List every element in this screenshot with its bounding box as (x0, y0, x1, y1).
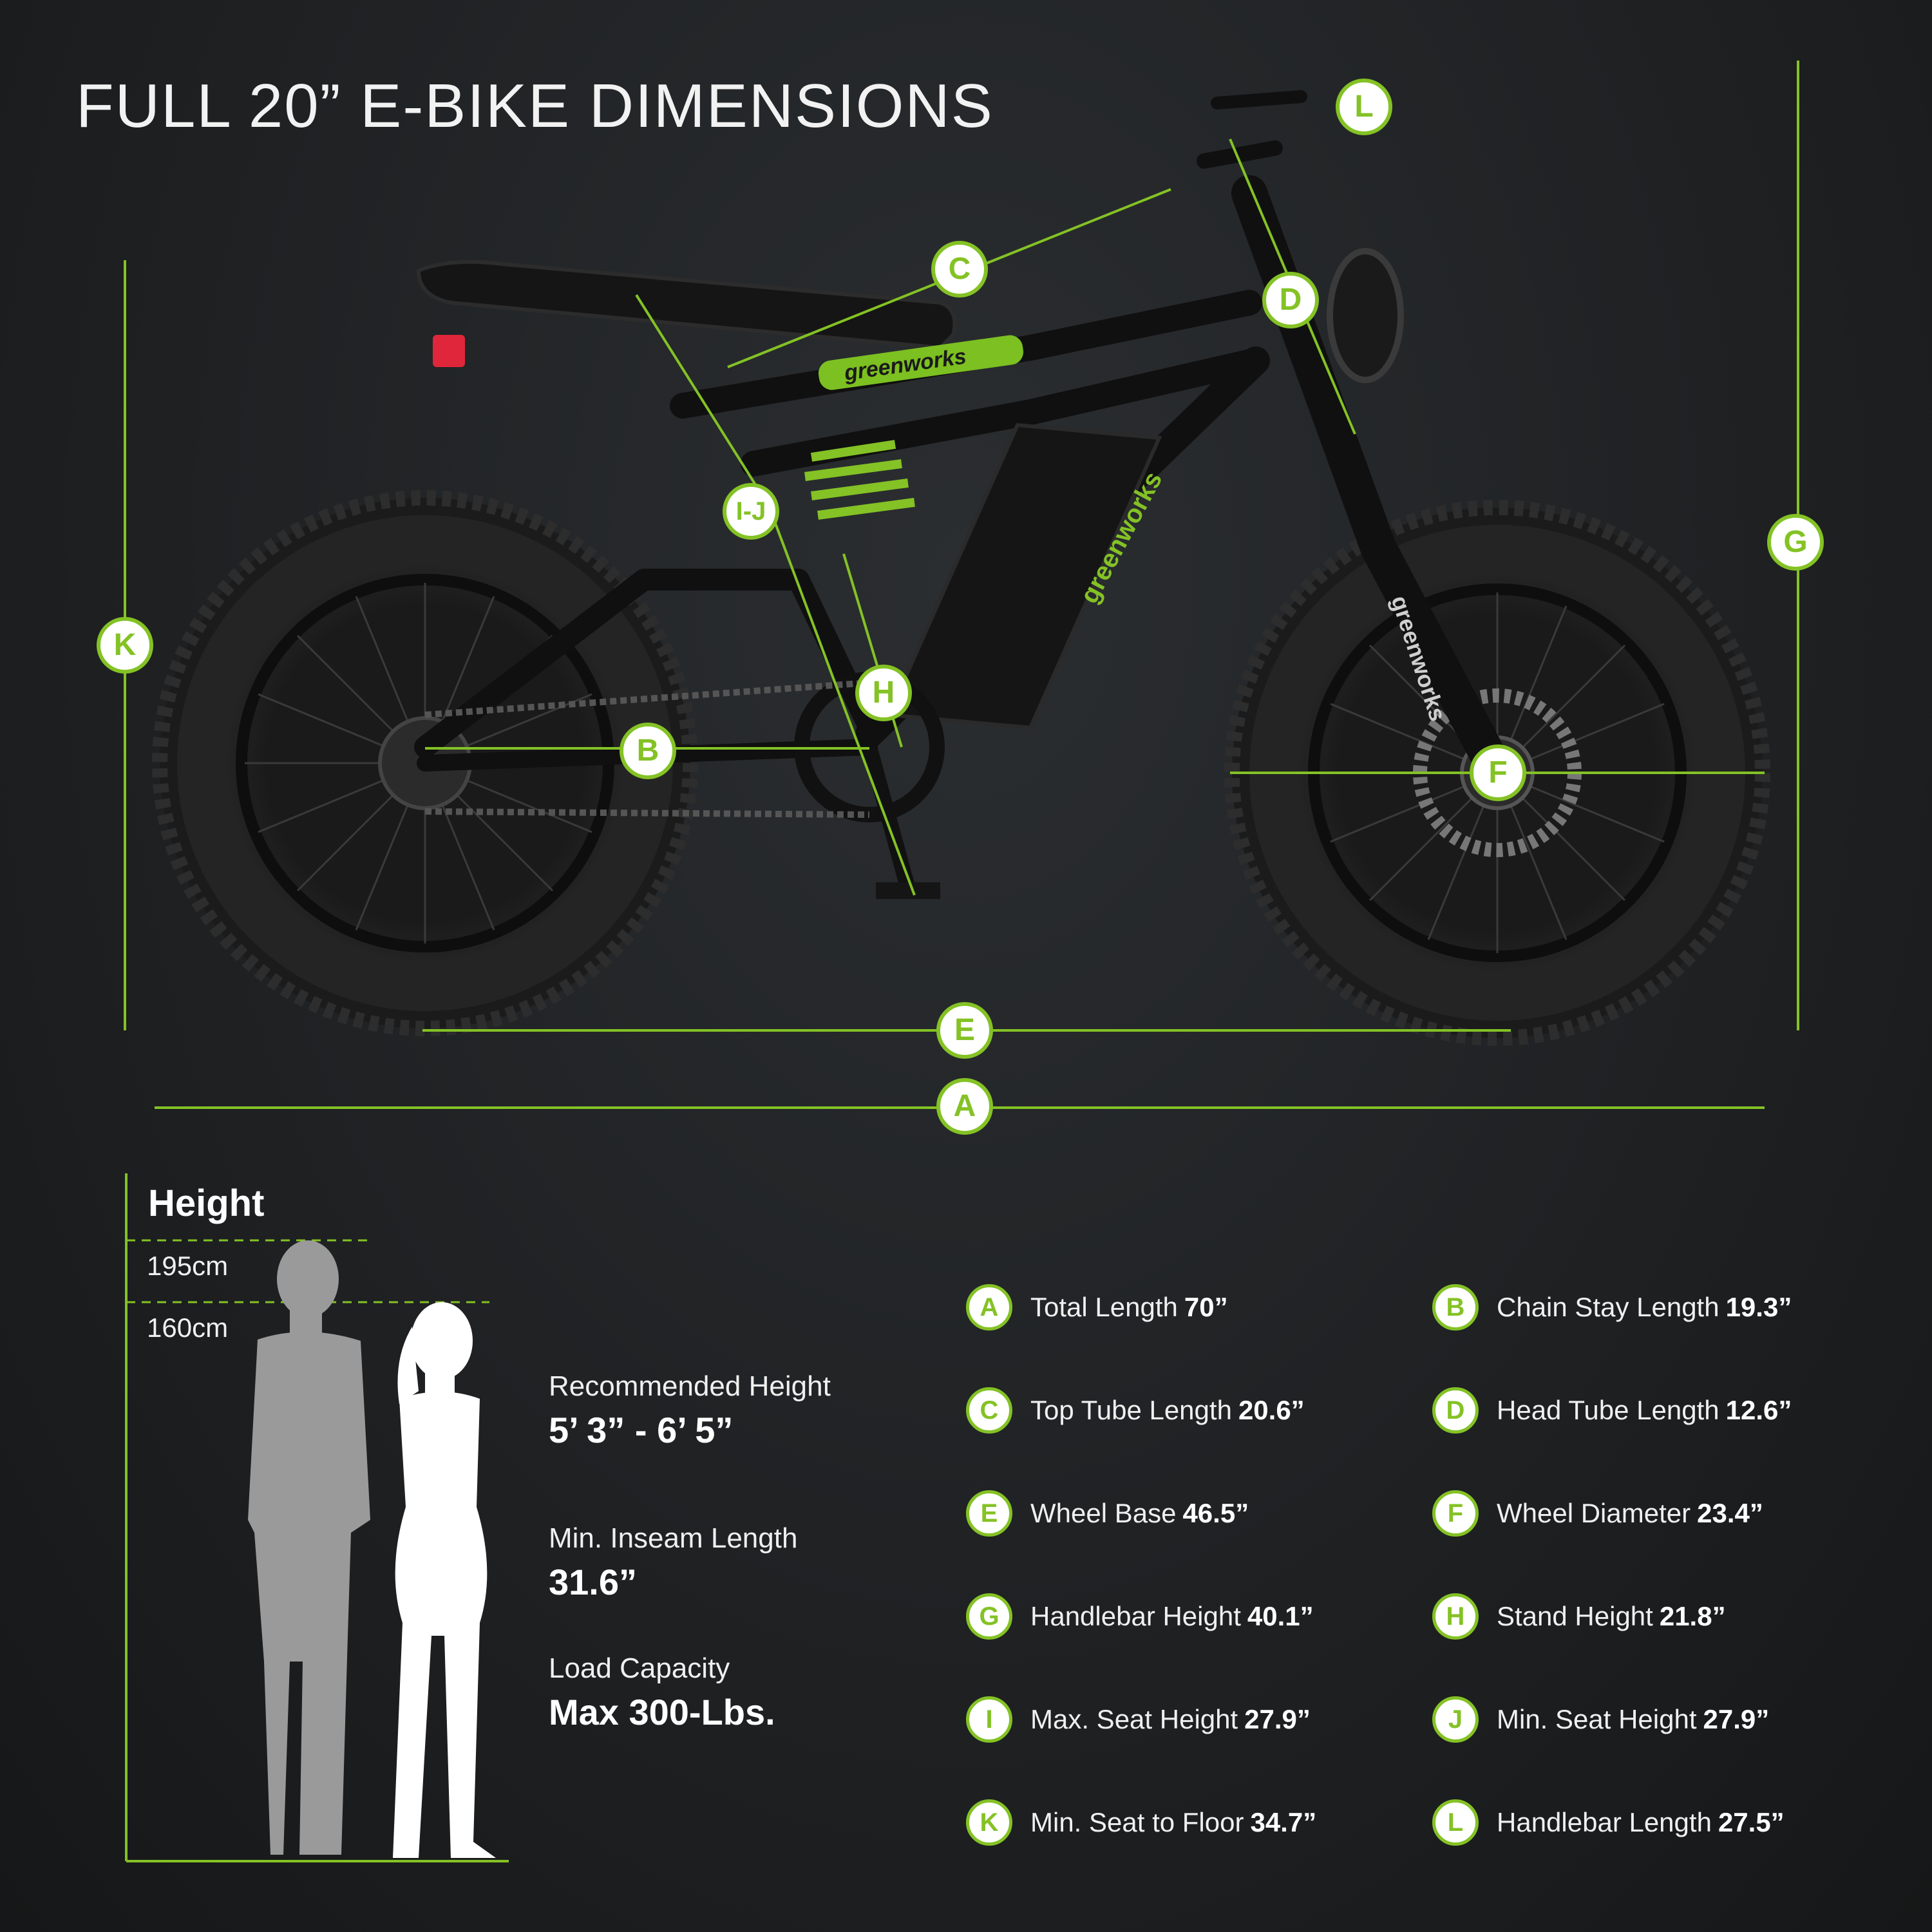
spec-label: Min. Seat Height (1497, 1704, 1697, 1734)
spec-e: E Wheel Base 46.5” (966, 1490, 1249, 1537)
spec-label: Handlebar Length (1497, 1807, 1712, 1837)
badge-e: E (936, 1002, 993, 1059)
badge-a: A (936, 1078, 993, 1135)
spec-badge: C (966, 1387, 1012, 1434)
spec-value: 21.8” (1659, 1601, 1726, 1631)
spec-value: 34.7” (1250, 1807, 1317, 1837)
spec-g: G Handlebar Height 40.1” (966, 1593, 1314, 1640)
headlight (1327, 248, 1404, 383)
male-silhouette (248, 1240, 370, 1855)
badge-c: C (931, 241, 988, 298)
spec-value: 23.4” (1697, 1498, 1763, 1528)
spec-value: 27.9” (1703, 1704, 1770, 1734)
spec-label: Handlebar Height (1030, 1601, 1241, 1631)
spec-label: Min. Seat to Floor (1030, 1807, 1244, 1837)
spec-l: L Handlebar Length 27.5” (1432, 1799, 1785, 1846)
spec-value: 40.1” (1247, 1601, 1314, 1631)
inseam-length: Min. Inseam Length 31.6” (549, 1522, 797, 1603)
spec-label: Top Tube Length (1030, 1395, 1232, 1425)
recommended-height-label: Recommended Height (549, 1370, 831, 1402)
spec-label: Chain Stay Length (1497, 1292, 1719, 1322)
spec-value: 12.6” (1725, 1395, 1792, 1425)
spec-label: Stand Height (1497, 1601, 1653, 1631)
spec-f: F Wheel Diameter 23.4” (1432, 1490, 1763, 1537)
spec-badge: E (966, 1490, 1012, 1537)
spec-c: C Top Tube Length 20.6” (966, 1387, 1305, 1434)
badge-b: B (620, 723, 676, 779)
spec-b: B Chain Stay Length 19.3” (1432, 1284, 1792, 1331)
spec-value: 27.9” (1244, 1704, 1311, 1734)
spec-value: 19.3” (1725, 1292, 1792, 1322)
spec-label: Wheel Base (1030, 1498, 1177, 1528)
spec-badge: D (1432, 1387, 1479, 1434)
spec-i: I Max. Seat Height 27.9” (966, 1696, 1311, 1743)
inseam-value: 31.6” (549, 1562, 637, 1602)
height-mark-195: 195cm (147, 1251, 229, 1281)
seat: greenworks (416, 260, 1024, 390)
load-capacity-value: Max 300-Lbs. (549, 1692, 775, 1732)
badge-i-j: I-J (723, 483, 779, 540)
spec-label: Wheel Diameter (1497, 1498, 1691, 1528)
recommended-height-value: 5’ 3” - 6’ 5” (549, 1410, 734, 1450)
height-mark-160: 160cm (147, 1312, 229, 1343)
spec-badge: I (966, 1696, 1012, 1743)
spec-value: 27.5” (1718, 1807, 1785, 1837)
badge-k: K (97, 617, 153, 674)
spec-label: Head Tube Length (1497, 1395, 1719, 1425)
spec-j: J Min. Seat Height 27.9” (1432, 1696, 1769, 1743)
spec-a: A Total Length 70” (966, 1284, 1228, 1331)
battery: greenworks (886, 422, 1168, 730)
page-title: FULL 20” E-BIKE DIMENSIONS (76, 71, 994, 140)
badge-d: D (1262, 272, 1319, 328)
badge-f: F (1470, 744, 1526, 801)
spec-badge: K (966, 1799, 1012, 1846)
spec-k: K Min. Seat to Floor 34.7” (966, 1799, 1316, 1846)
spec-badge: H (1432, 1593, 1479, 1640)
spec-value: 20.6” (1238, 1395, 1305, 1425)
load-capacity: Load Capacity Max 300-Lbs. (549, 1653, 775, 1733)
spec-label: Total Length (1030, 1292, 1178, 1322)
spec-badge: F (1432, 1490, 1479, 1537)
badge-h: H (855, 665, 912, 721)
load-capacity-label: Load Capacity (549, 1653, 730, 1684)
badge-g: G (1767, 514, 1824, 571)
spec-badge: B (1432, 1284, 1479, 1331)
spec-h: H Stand Height 21.8” (1432, 1593, 1726, 1640)
spec-badge: A (966, 1284, 1012, 1331)
spec-badge: J (1432, 1696, 1479, 1743)
female-silhouette (393, 1302, 496, 1858)
height-chart-title: Height (148, 1182, 265, 1224)
height-chart (125, 1173, 509, 1862)
spec-value: 46.5” (1182, 1498, 1249, 1528)
badge-l: L (1336, 79, 1392, 135)
recommended-height: Recommended Height 5’ 3” - 6’ 5” (549, 1370, 831, 1451)
spec-badge: L (1432, 1799, 1479, 1846)
spec-value: 70” (1184, 1292, 1228, 1322)
inseam-label: Min. Inseam Length (549, 1522, 798, 1554)
rear-shock (804, 440, 915, 520)
spec-badge: G (966, 1593, 1012, 1640)
bike-diagram: greenworks greenworks greenworks (124, 61, 1799, 1109)
spec-d: D Head Tube Length 12.6” (1432, 1387, 1792, 1434)
spec-label: Max. Seat Height (1030, 1704, 1238, 1734)
